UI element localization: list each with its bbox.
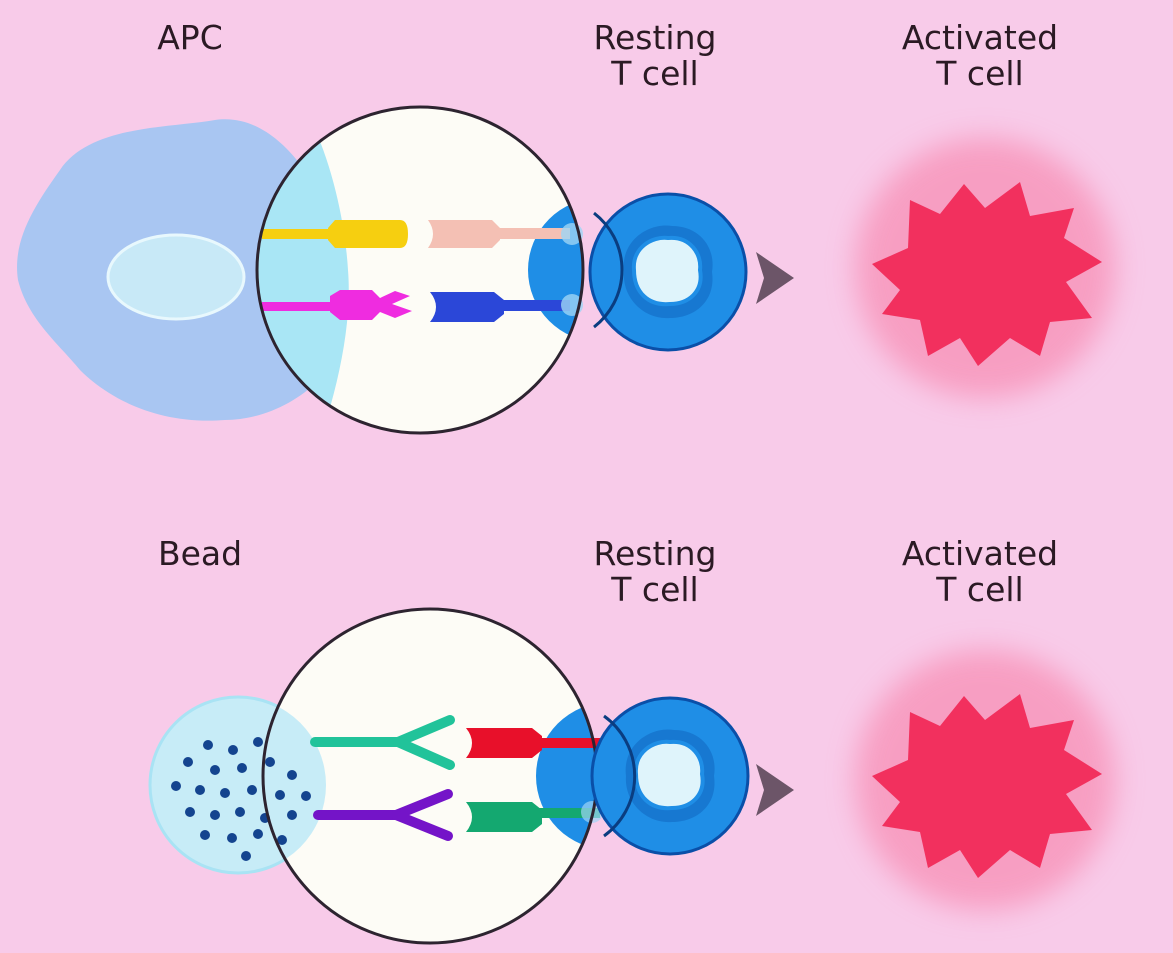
magnified-synapse-bottom	[263, 609, 597, 943]
mhc-ligand	[262, 220, 408, 248]
arrow-icon-bottom	[756, 764, 794, 816]
anti-cd28-antibody	[313, 789, 453, 841]
arrow-icon-top	[756, 252, 794, 304]
apc-label: APC	[157, 18, 223, 57]
tcr-receptor	[428, 220, 583, 248]
anti-cd3-antibody	[310, 715, 455, 770]
cd3-receptor	[466, 728, 600, 758]
activated-t-cell-label-top: Activated T cell	[901, 18, 1059, 93]
b7-ligand	[262, 290, 412, 320]
resting-t-cell-label-bottom: Resting T cell	[593, 534, 717, 609]
bead-surface-section	[263, 697, 326, 873]
activated-t-cell-bottom	[855, 650, 1115, 910]
resting-t-cell-bottom	[590, 696, 750, 856]
bead-label: Bead	[157, 534, 243, 573]
resting-t-cell-top	[588, 192, 748, 352]
activated-t-cell-top	[855, 138, 1115, 398]
activated-t-cell-label-bottom: Activated T cell	[901, 534, 1059, 609]
apc-nucleus	[106, 233, 246, 321]
resting-t-cell-label-top: Resting T cell	[593, 18, 717, 93]
